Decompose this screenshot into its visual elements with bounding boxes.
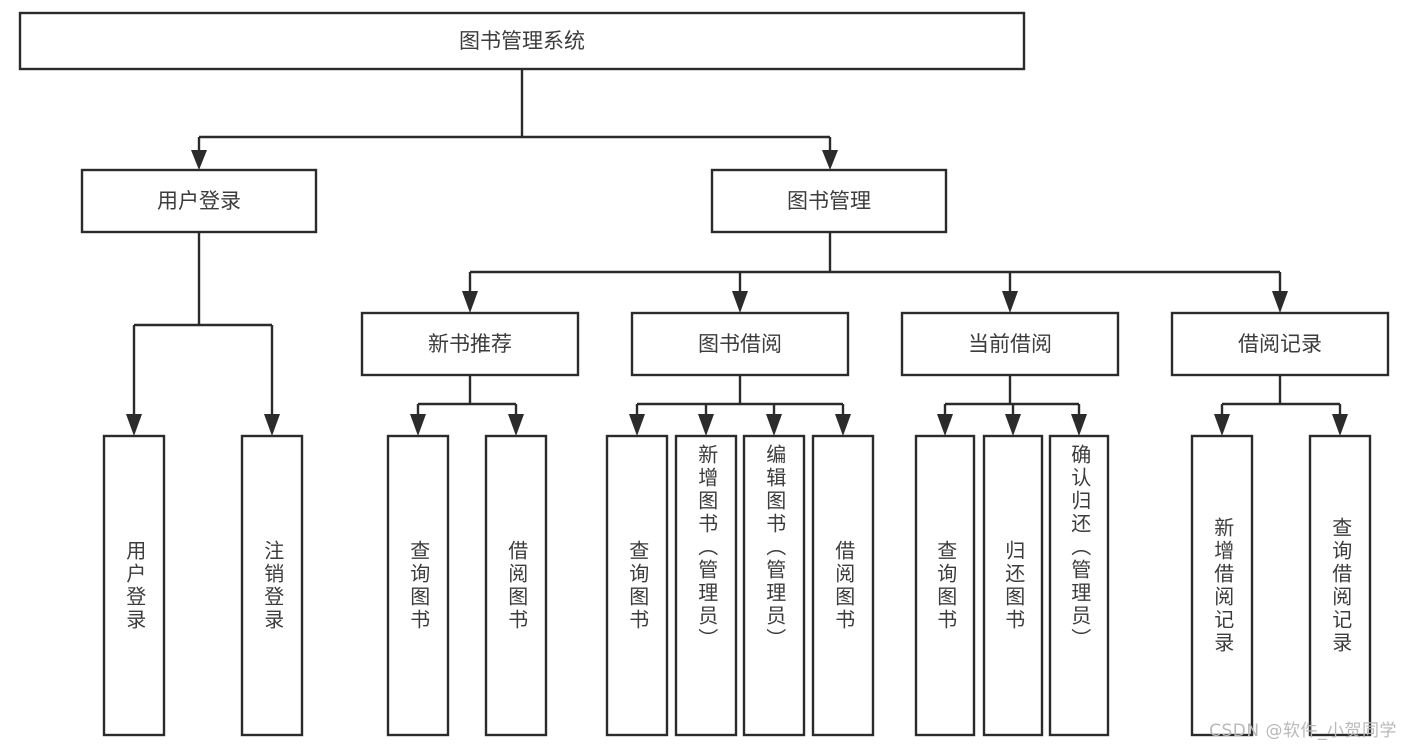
arrow-to-leaf-user-login bbox=[126, 414, 142, 436]
root-node-label: 图书管理系统 bbox=[459, 29, 585, 53]
arrow-leaf-query-book-1 bbox=[410, 414, 426, 436]
leaf-rect-borrow-book-1[interactable] bbox=[484, 434, 548, 737]
arrow-leaf-add-record bbox=[1214, 414, 1230, 436]
arrow-root-to-user-login bbox=[191, 150, 207, 170]
node-new-book-recommend[interactable]: 新书推荐 bbox=[360, 311, 580, 377]
leaf-rect-query-book-1[interactable] bbox=[386, 434, 450, 737]
node-borrow-record[interactable]: 借阅记录 bbox=[1170, 311, 1390, 377]
connector-group-user-login bbox=[126, 232, 280, 436]
leaf-rect-logout[interactable] bbox=[240, 434, 304, 737]
current-borrow-rect[interactable] bbox=[900, 311, 1120, 377]
arrow-leaf-borrow-book-1 bbox=[508, 414, 524, 436]
leaf-rect-add-record[interactable] bbox=[1190, 434, 1254, 737]
node-root-box[interactable]: 图书管理系统 bbox=[18, 11, 1026, 71]
connector-group-new-book-rec bbox=[410, 375, 524, 436]
arrow-to-leaf-logout bbox=[264, 414, 280, 436]
current-borrow-label: 当前借阅 bbox=[968, 332, 1052, 356]
connector-group-borrow-record bbox=[1214, 375, 1348, 436]
user-login-label: 用户登录 bbox=[157, 189, 241, 213]
leaf-rect-user-login[interactable] bbox=[102, 434, 166, 737]
connector-group-root bbox=[191, 69, 838, 170]
leaf-rect-edit-book[interactable] bbox=[742, 434, 806, 737]
arrow-leaf-query-book-2 bbox=[629, 414, 645, 436]
leaf-box-group bbox=[102, 434, 1372, 737]
arrow-leaf-edit-book bbox=[766, 414, 782, 436]
arrow-leaf-confirm-return bbox=[1071, 414, 1087, 436]
connector-group-book-borrow bbox=[629, 375, 851, 436]
connector-group-book-mgmt bbox=[462, 232, 1288, 313]
new-book-recommend-rect[interactable] bbox=[360, 311, 580, 377]
leaf-rect-add-book[interactable] bbox=[674, 434, 738, 737]
book-borrow-label: 图书借阅 bbox=[698, 332, 782, 356]
node-book-borrow[interactable]: 图书借阅 bbox=[630, 311, 850, 377]
user-login-rect[interactable] bbox=[80, 168, 318, 234]
new-book-recommend-label: 新书推荐 bbox=[428, 332, 512, 356]
leaf-rect-query-book-2[interactable] bbox=[605, 434, 669, 737]
borrow-record-rect[interactable] bbox=[1170, 311, 1390, 377]
arrow-root-to-book-mgmt bbox=[822, 150, 838, 170]
leaf-rect-confirm-return[interactable] bbox=[1048, 434, 1110, 737]
node-user-login[interactable]: 用户登录 bbox=[80, 168, 318, 234]
arrow-leaf-query-book-3 bbox=[937, 414, 953, 436]
leaf-rect-borrow-book-2[interactable] bbox=[811, 434, 875, 737]
book-management-label: 图书管理 bbox=[787, 189, 871, 213]
arrow-to-new-book-rec bbox=[462, 291, 478, 313]
leaf-rect-return-book[interactable] bbox=[982, 434, 1044, 737]
leaf-rect-query-book-3[interactable] bbox=[914, 434, 976, 737]
book-borrow-rect[interactable] bbox=[630, 311, 850, 377]
root-node-rect[interactable] bbox=[18, 11, 1026, 71]
arrow-leaf-borrow-book-2 bbox=[835, 414, 851, 436]
connector-group-current-borrow bbox=[937, 375, 1087, 436]
arrow-leaf-query-record bbox=[1332, 414, 1348, 436]
book-management-rect[interactable] bbox=[710, 168, 948, 234]
node-current-borrow[interactable]: 当前借阅 bbox=[900, 311, 1120, 377]
arrow-to-current-borrow bbox=[1002, 291, 1018, 313]
node-book-management[interactable]: 图书管理 bbox=[710, 168, 948, 234]
leaf-rect-query-record[interactable] bbox=[1308, 434, 1372, 737]
borrow-record-label: 借阅记录 bbox=[1238, 332, 1322, 356]
arrow-leaf-add-book bbox=[698, 414, 714, 436]
arrow-leaf-return-book bbox=[1005, 414, 1021, 436]
arrow-to-book-borrow bbox=[732, 291, 748, 313]
arrow-to-borrow-record bbox=[1272, 291, 1288, 313]
csdn-watermark: CSDN @软件_小贺同学 bbox=[1209, 721, 1397, 741]
